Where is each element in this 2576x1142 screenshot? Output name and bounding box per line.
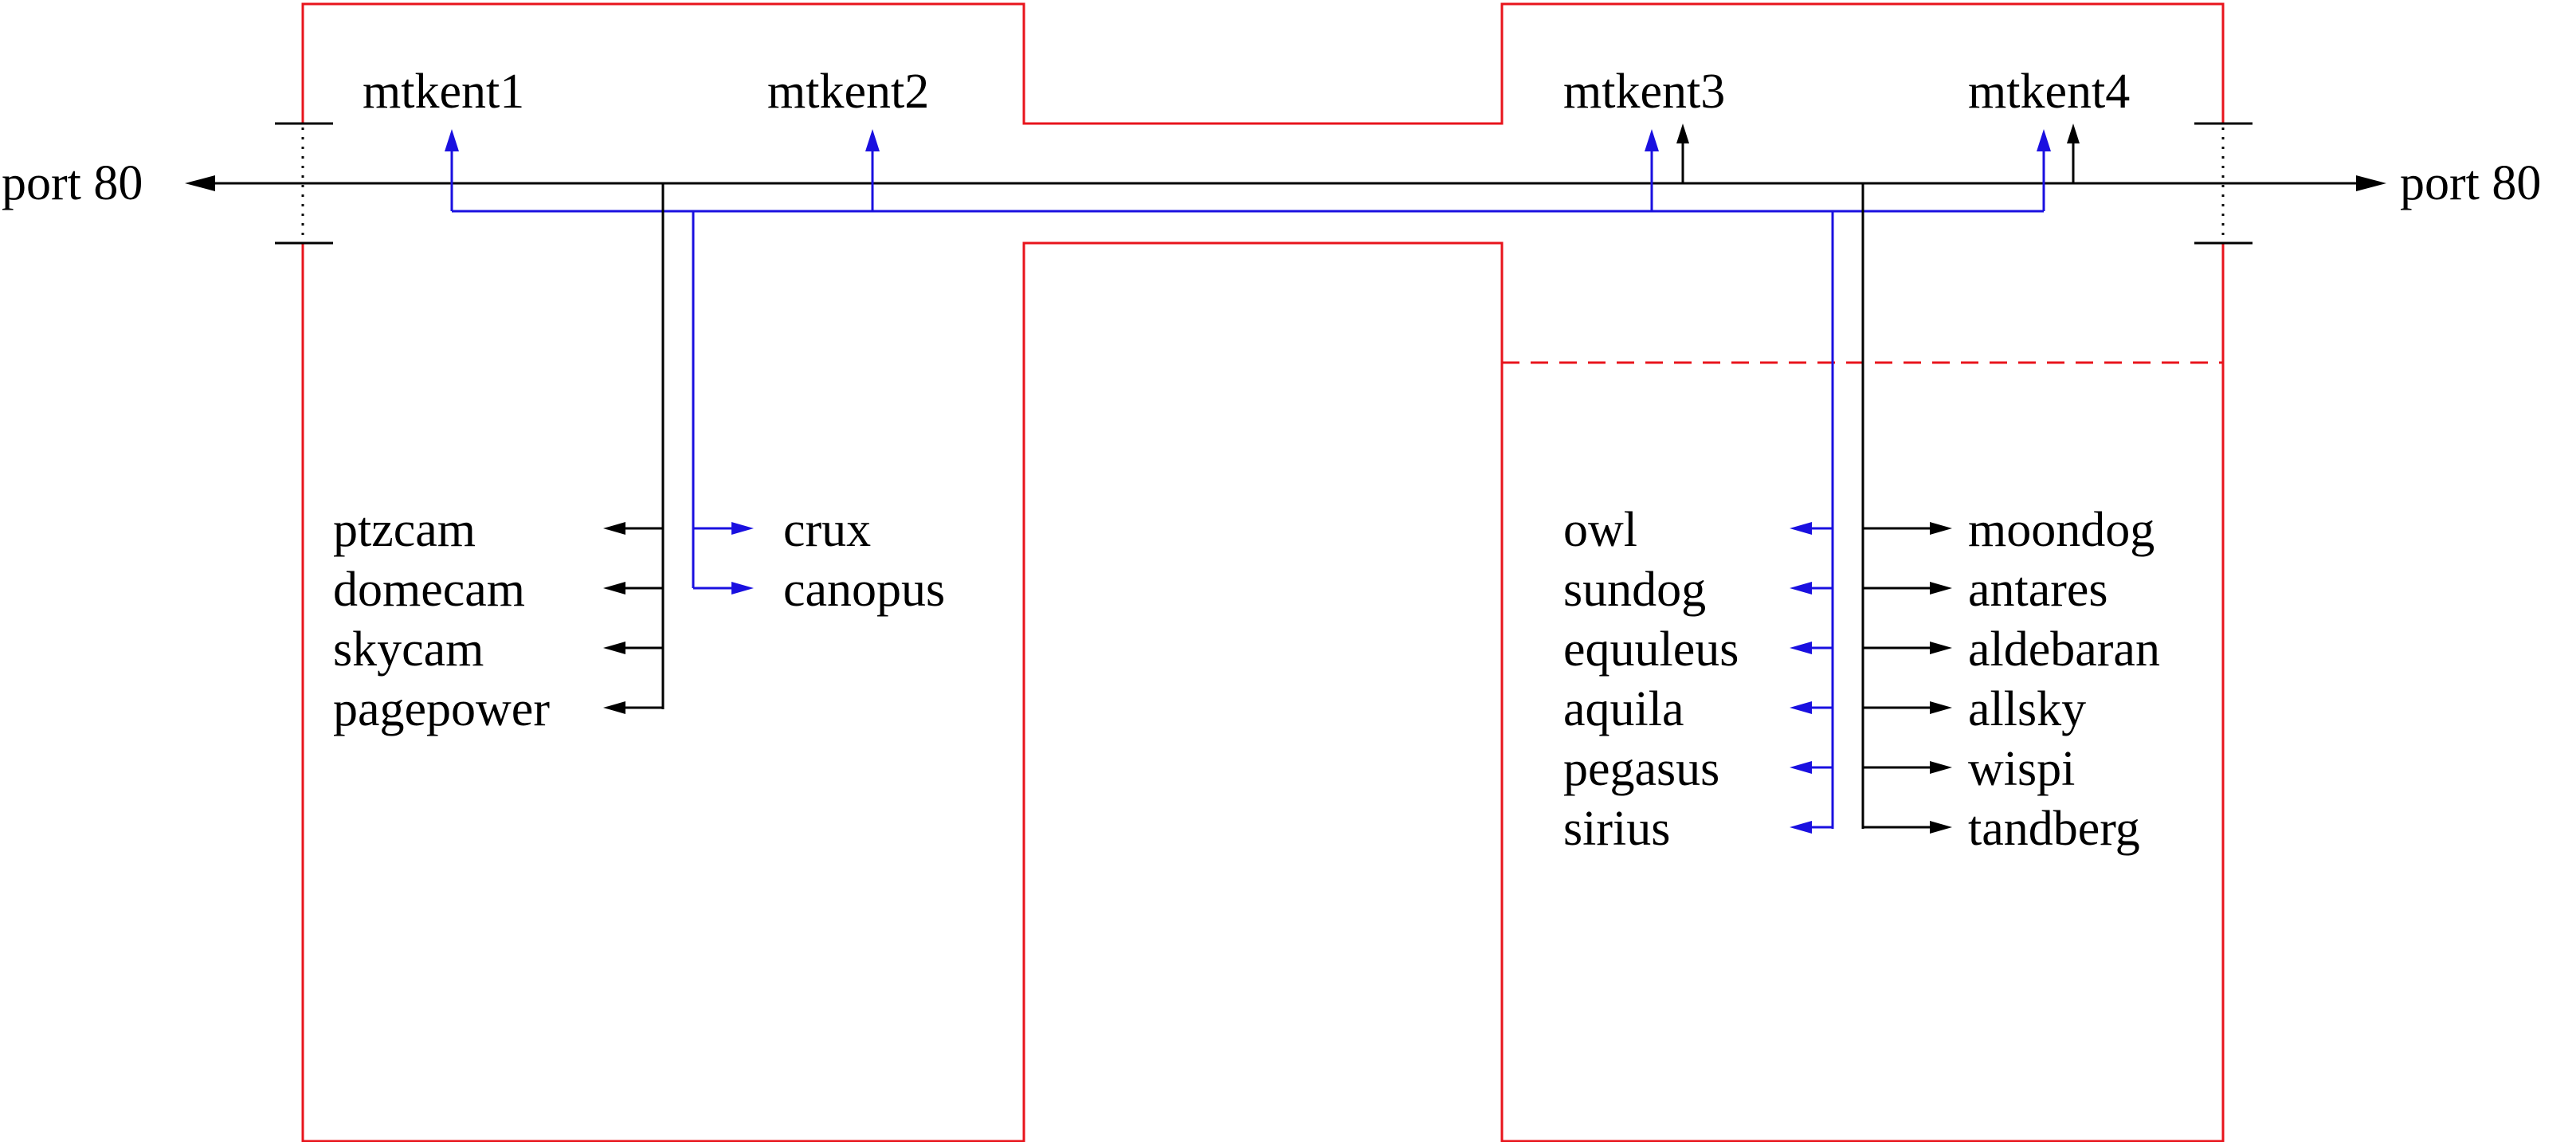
blue-up-mtkent1-arrowhead bbox=[445, 129, 459, 151]
device-label-rb-4: wispi bbox=[1968, 742, 2075, 796]
device-arrowhead-lu-0 bbox=[731, 522, 754, 535]
port-label-left: port 80 bbox=[2, 156, 143, 210]
device-arrowhead-rb-2 bbox=[1930, 642, 1952, 654]
host-label-mtkent2: mtkent2 bbox=[767, 65, 929, 119]
device-arrowhead-rb-1 bbox=[1930, 582, 1952, 595]
device-arrowhead-ru-3 bbox=[1790, 701, 1812, 714]
device-label-lb-1: domecam bbox=[333, 563, 525, 617]
device-arrowhead-ru-1 bbox=[1790, 582, 1812, 595]
device-label-lb-0: ptzcam bbox=[333, 503, 476, 557]
device-label-lb-2: skycam bbox=[333, 622, 484, 677]
device-label-rb-3: allsky bbox=[1968, 682, 2086, 736]
device-arrowhead-ru-0 bbox=[1790, 522, 1812, 535]
device-arrowhead-rb-3 bbox=[1930, 701, 1952, 714]
blue-up-mtkent4-arrowhead bbox=[2037, 129, 2051, 151]
device-label-ru-3: aquila bbox=[1563, 682, 1684, 736]
device-arrowhead-lb-2 bbox=[603, 642, 625, 654]
device-arrowhead-rb-0 bbox=[1930, 522, 1952, 535]
device-arrowhead-ru-2 bbox=[1790, 642, 1812, 654]
device-label-rb-1: antares bbox=[1968, 563, 2108, 617]
device-label-ru-0: owl bbox=[1563, 503, 1637, 557]
device-arrowhead-lb-1 bbox=[603, 582, 625, 595]
port-right-arrowhead bbox=[2356, 175, 2386, 191]
device-arrowhead-rb-5 bbox=[1930, 821, 1952, 834]
device-arrowhead-lu-1 bbox=[731, 582, 754, 595]
blue-up-mtkent3-arrowhead bbox=[1645, 129, 1659, 151]
blue-up-mtkent2-arrowhead bbox=[865, 129, 880, 151]
building-left-upper bbox=[301, 2, 2225, 125]
device-label-rb-2: aldebaran bbox=[1968, 622, 2160, 677]
device-arrowhead-rb-4 bbox=[1930, 761, 1952, 774]
device-arrowhead-lb-0 bbox=[603, 522, 625, 535]
stub-black-mtkent3-arrowhead bbox=[1676, 124, 1689, 143]
device-label-rb-0: moondog bbox=[1968, 503, 2155, 557]
device-label-ru-1: sundog bbox=[1563, 563, 1706, 617]
device-label-ru-2: equuleus bbox=[1563, 622, 1739, 677]
host-label-mtkent4: mtkent4 bbox=[1968, 65, 2130, 119]
device-label-rb-5: tandberg bbox=[1968, 802, 2140, 856]
device-arrowhead-ru-5 bbox=[1790, 821, 1812, 834]
device-arrowhead-ru-4 bbox=[1790, 761, 1812, 774]
stub-black-mtkent4-arrowhead bbox=[2067, 124, 2080, 143]
host-label-mtkent3: mtkent3 bbox=[1563, 65, 1725, 119]
building-left-lower bbox=[301, 241, 2225, 1142]
device-label-lb-3: pagepower bbox=[333, 682, 550, 736]
device-label-ru-5: sirius bbox=[1563, 802, 1670, 856]
device-label-lu-1: canopus bbox=[783, 563, 945, 617]
port-label-right: port 80 bbox=[2400, 156, 2541, 210]
device-arrowhead-lb-3 bbox=[603, 701, 625, 714]
host-label-mtkent1: mtkent1 bbox=[363, 65, 524, 119]
device-label-lu-0: crux bbox=[783, 503, 871, 557]
device-label-ru-4: pegasus bbox=[1563, 742, 1719, 796]
port-left-arrowhead bbox=[185, 175, 215, 191]
